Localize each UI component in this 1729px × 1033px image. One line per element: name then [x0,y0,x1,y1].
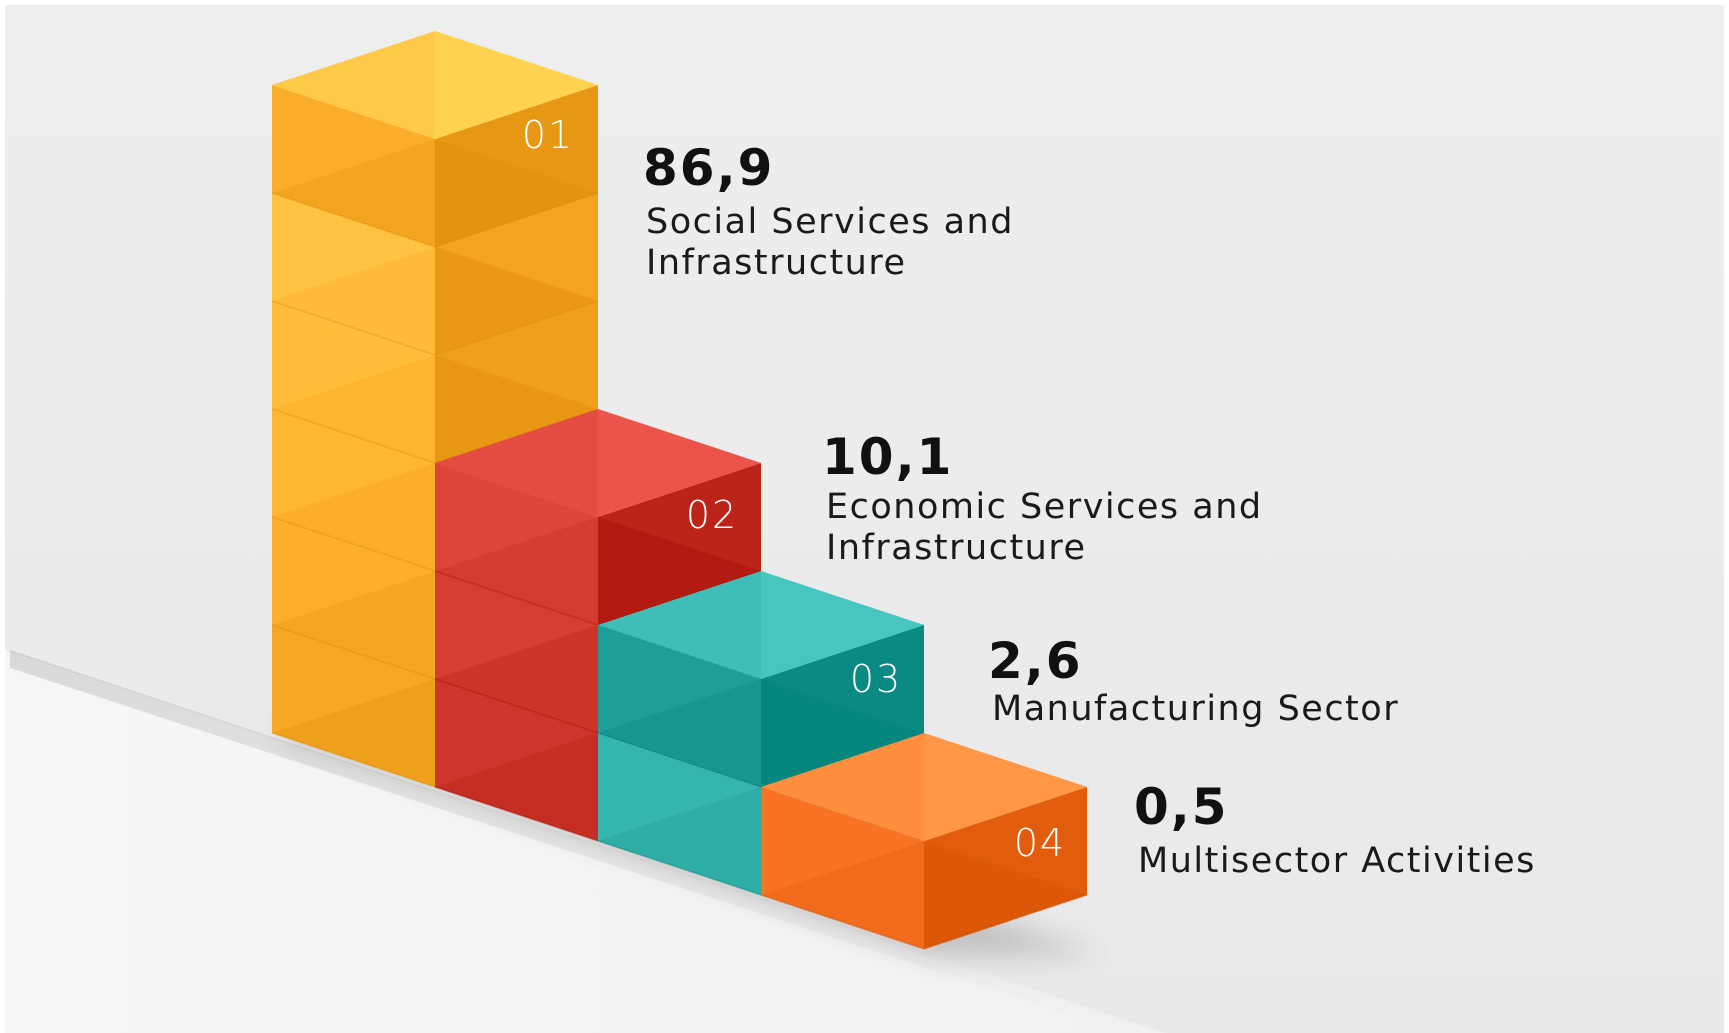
cube-facet [272,625,435,733]
cube-facet [272,301,435,409]
bar-column-04 [760,733,1088,950]
value-label-02: 10,1 [822,428,953,486]
cube-facet [435,571,598,679]
cube-top-highlight [924,733,1087,841]
cube-top-highlight [761,571,924,679]
cube-facet [435,247,598,355]
category-label-04-line1: Multisector Activities [1138,841,1536,881]
value-label-03: 2,6 [988,632,1083,690]
cube-facet [598,625,761,733]
cube-facet [598,517,761,625]
cube-facet [761,787,924,895]
cube-edge [271,300,599,356]
cube-facet [598,733,761,841]
category-label-01-line1: Social Services and [646,202,1014,242]
cube-facet [272,409,435,517]
cube-facet [761,679,924,787]
floor-edge-shadow [10,650,1165,1033]
cube-edge [760,894,1088,950]
cube-facet [272,193,435,301]
value-label-01: 86,9 [643,139,774,197]
cube-top-highlight [598,409,761,517]
value-label-04: 0,5 [1134,778,1229,836]
category-label-02-line1: Economic Services and [826,487,1263,527]
cube-facet [924,841,1087,949]
category-number-04: 04 [1014,821,1066,865]
category-number-01: 01 [522,113,574,157]
cube-facet [272,85,435,193]
cube-edge [271,192,599,248]
cube-facet [272,517,435,625]
category-label-01-line2: Infrastructure [646,243,907,283]
cube-facet [435,463,598,571]
category-number-02: 02 [686,493,738,537]
cube-stacks [271,31,1088,950]
cube-top-highlight [435,31,598,139]
cube-facet [435,139,598,247]
category-label-03-line1: Manufacturing Sector [992,689,1399,729]
category-number-03: 03 [850,657,902,701]
category-label-02-line2: Infrastructure [826,528,1087,568]
cube-facet [435,679,598,787]
cube-facet [435,355,598,463]
